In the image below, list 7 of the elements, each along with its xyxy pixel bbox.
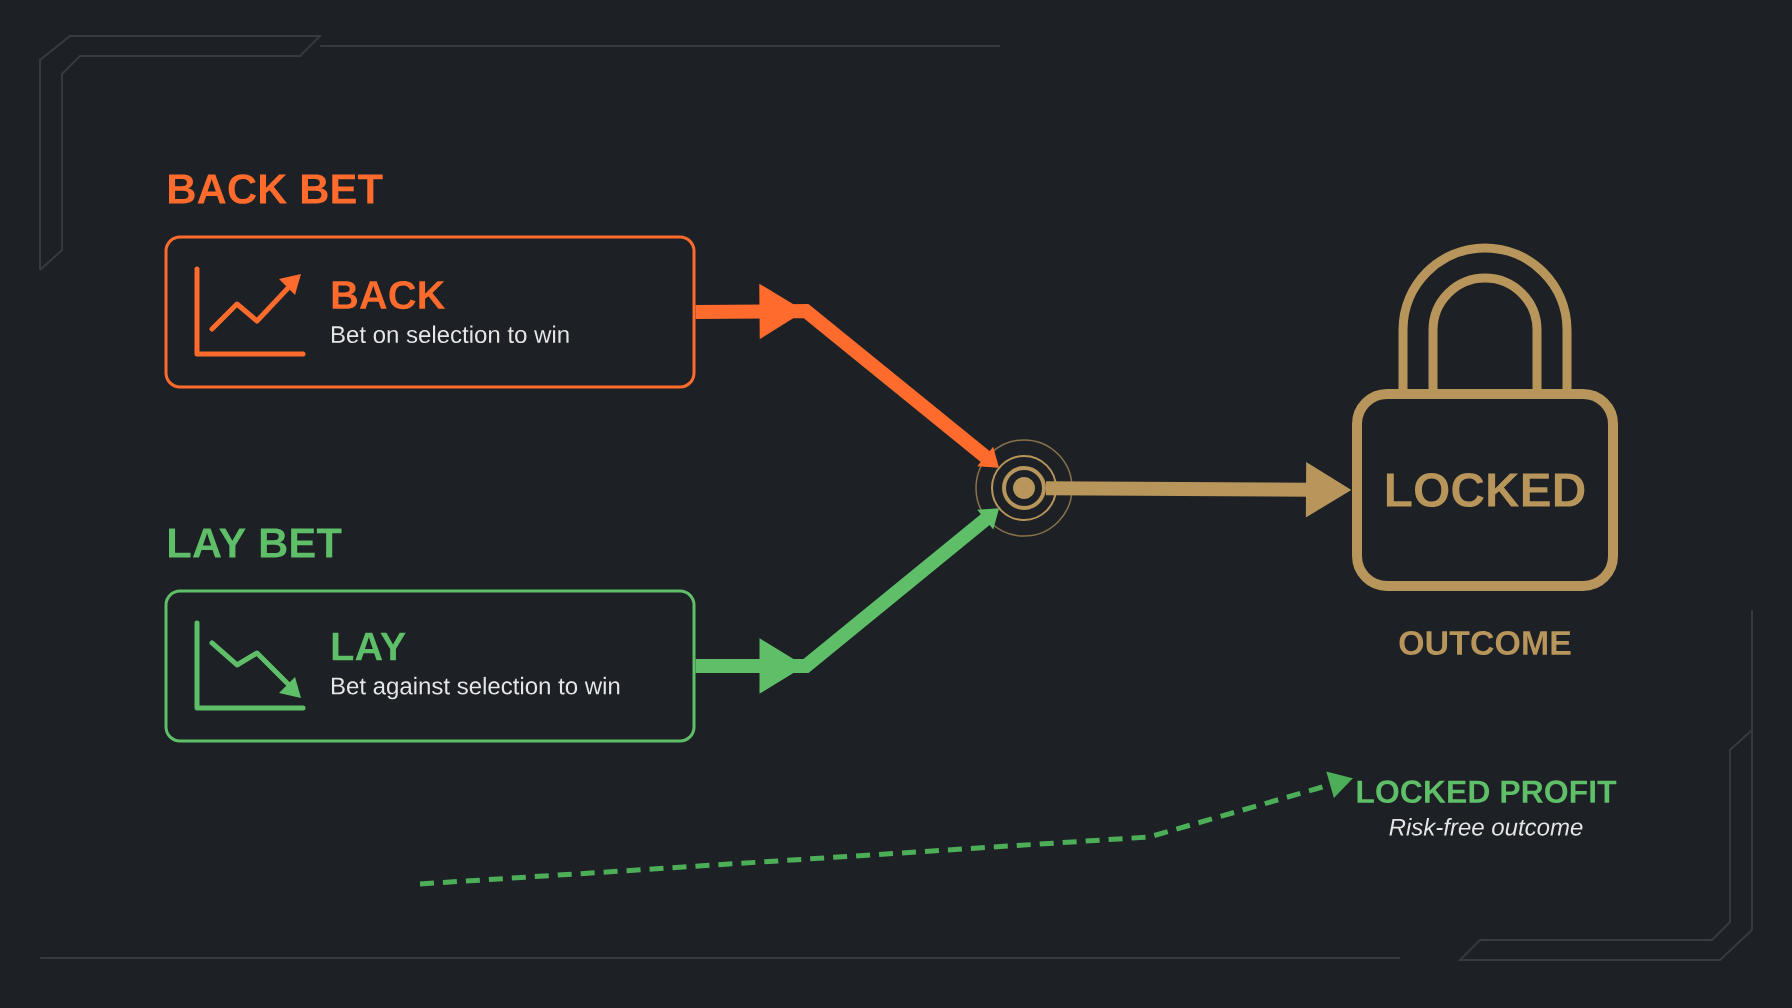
- note-text: LOCKED PROFIT Risk-free outcome: [1357, 780, 1617, 836]
- padlock-body: LOCKED: [1352, 389, 1618, 591]
- heading: LAY BET: [169, 528, 342, 558]
- heading: BACK BET: [169, 174, 383, 204]
- node-label: OUTCOME: [1399, 630, 1571, 656]
- card: BACK Bet on selection to win: [164, 235, 696, 389]
- card: LAY Bet against selection to win: [164, 589, 696, 743]
